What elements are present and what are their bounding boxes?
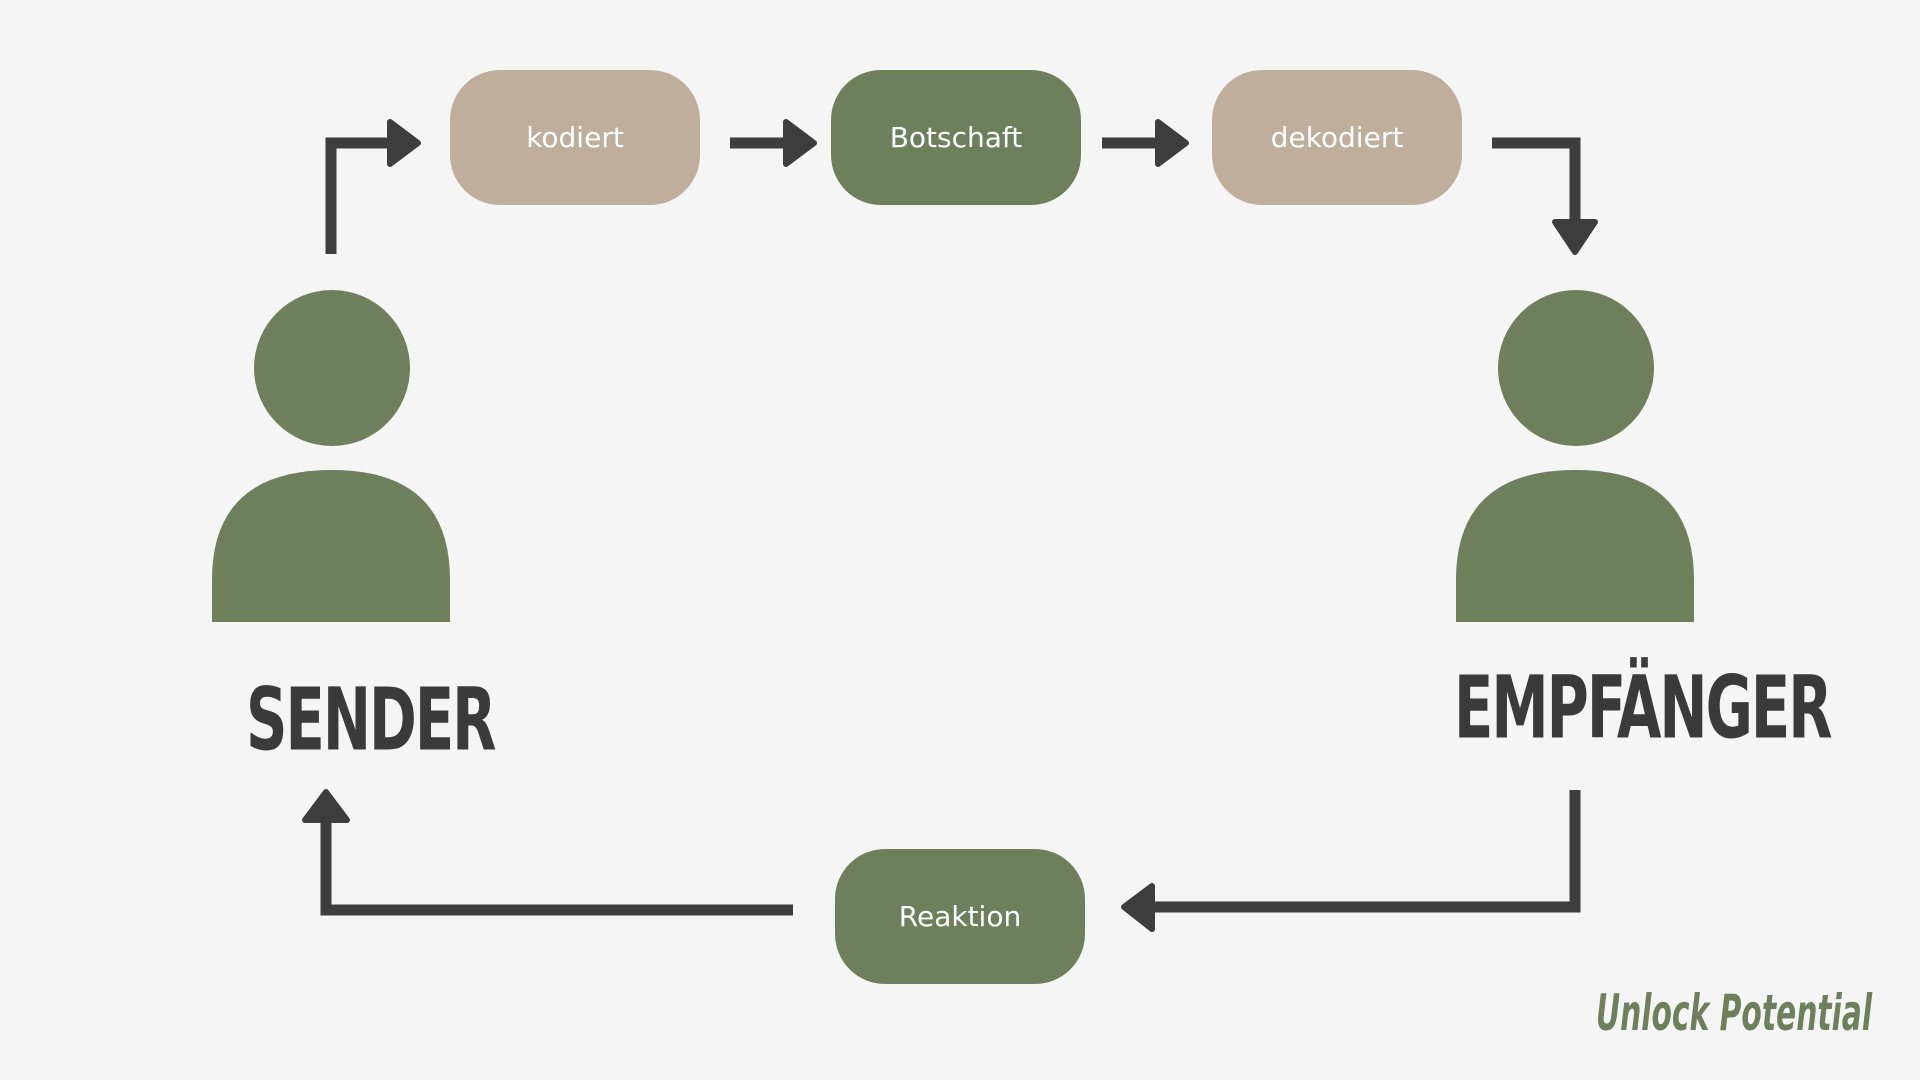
message-node: Botschaft	[831, 70, 1081, 205]
arrowhead-right-icon	[783, 119, 817, 167]
svg-text:Unlock Potential: Unlock Potential	[1596, 984, 1872, 1040]
decode-label: dekodiert	[1270, 121, 1404, 154]
arrow-feedback-to-sender	[320, 820, 793, 916]
sender-label: SENDER	[246, 671, 496, 772]
message-label: Botschaft	[889, 121, 1023, 154]
feedback-label: Reaktion	[898, 900, 1022, 933]
sender-person-icon	[212, 290, 450, 622]
decode-node: dekodiert	[1212, 70, 1462, 205]
arrowhead-right-icon	[387, 119, 421, 167]
arrowhead-left-icon	[1121, 883, 1155, 932]
encode-label: kodiert	[526, 121, 624, 154]
arrowhead-down-icon	[1552, 219, 1598, 255]
arrowhead-right-icon	[1155, 119, 1189, 167]
arrow-sender-to-encode	[325, 137, 392, 254]
arrowhead-up-icon	[302, 789, 350, 823]
receiver-label: EMPFÄNGER	[1454, 659, 1833, 760]
feedback-node: Reaktion	[835, 849, 1085, 984]
arrow-receiver-to-feedback	[1150, 790, 1581, 913]
arrow-decode-to-receiver	[1492, 137, 1581, 222]
encode-node: kodiert	[450, 70, 700, 205]
unlock-potential-logo: Unlock Potential	[1596, 984, 1872, 1040]
receiver-person-icon	[1456, 290, 1694, 622]
